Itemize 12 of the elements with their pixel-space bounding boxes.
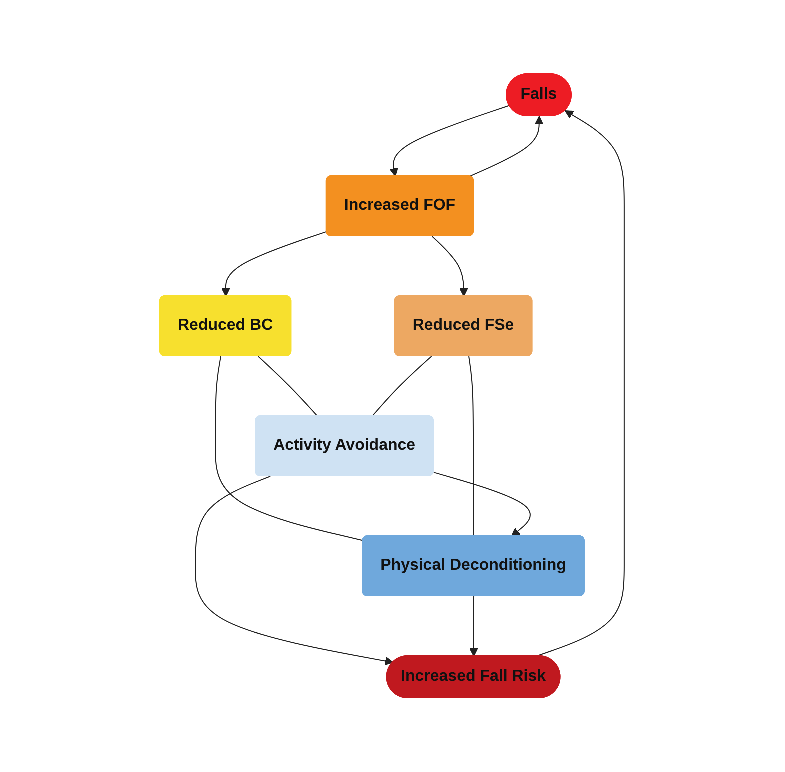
connector bbox=[215, 356, 364, 542]
arrow bbox=[470, 596, 479, 657]
arrow bbox=[536, 110, 626, 657]
arrow bbox=[390, 105, 510, 177]
arrow bbox=[432, 236, 469, 297]
connector bbox=[468, 356, 475, 537]
arrow bbox=[195, 476, 394, 666]
connector bbox=[258, 356, 319, 417]
arrow bbox=[222, 231, 328, 297]
connector bbox=[372, 356, 433, 417]
arrow bbox=[470, 116, 544, 178]
arrow bbox=[434, 472, 532, 537]
